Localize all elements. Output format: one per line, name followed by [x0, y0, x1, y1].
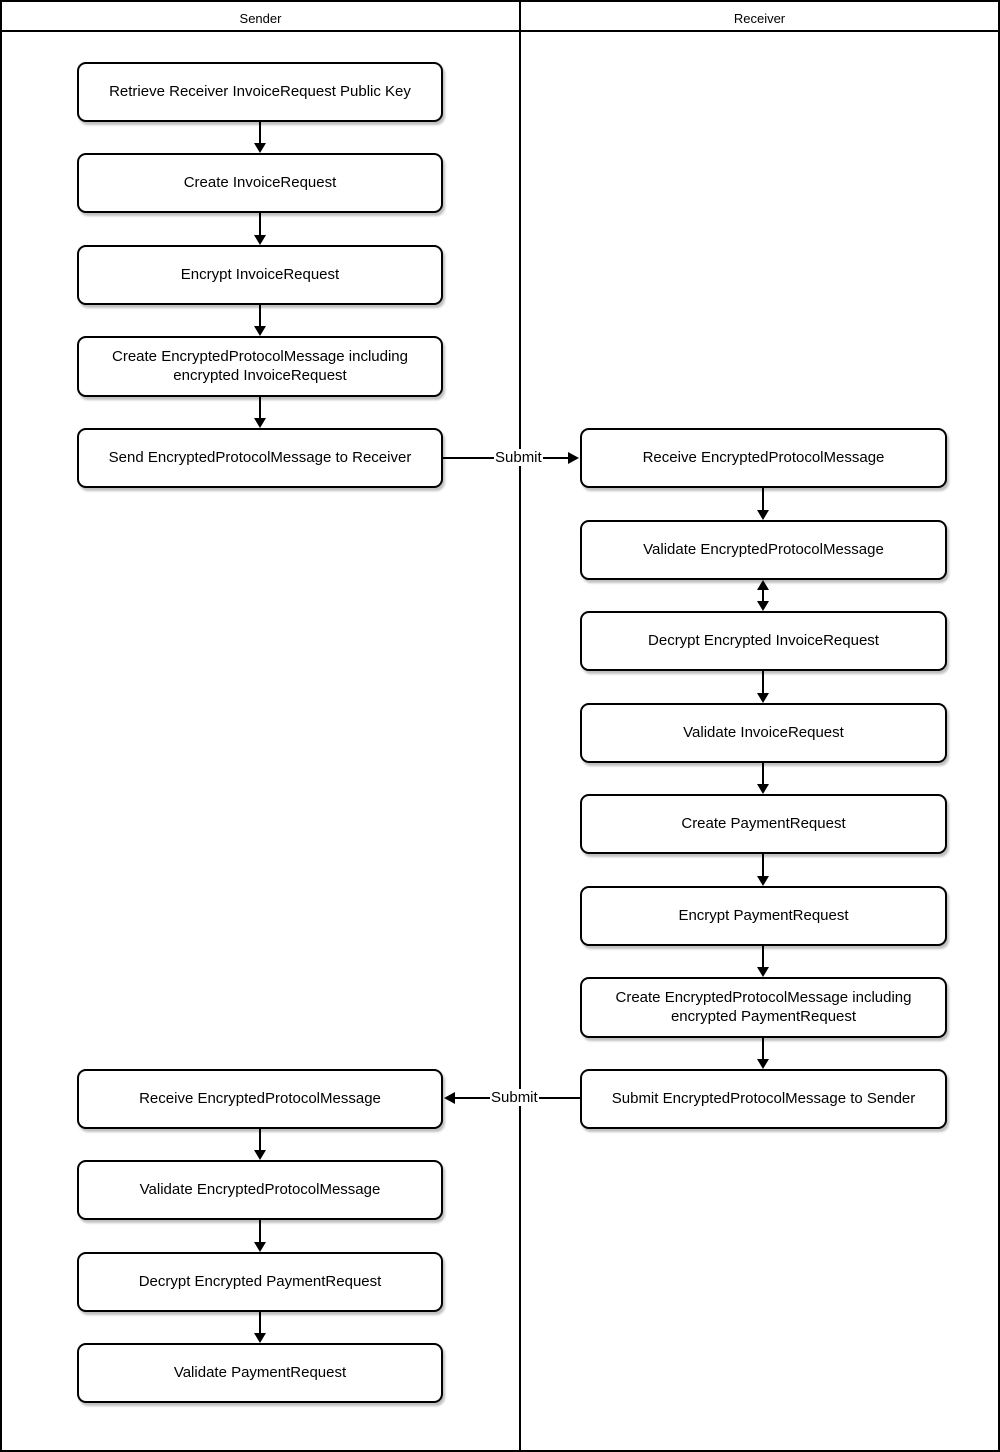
step-receiver-receive-epm: Receive EncryptedProtocolMessage	[580, 428, 947, 488]
step-send-epm-to-receiver: Send EncryptedProtocolMessage to Receive…	[77, 428, 443, 488]
submit-label-right: Submit	[494, 449, 543, 466]
step-sender-receive-epm: Receive EncryptedProtocolMessage	[77, 1069, 443, 1129]
step-create-paymentrequest: Create PaymentRequest	[580, 794, 947, 854]
step-create-epm-paymentrequest: Create EncryptedProtocolMessage includin…	[580, 977, 947, 1038]
step-validate-invoicerequest: Validate InvoiceRequest	[580, 703, 947, 763]
step-decrypt-paymentrequest: Decrypt Encrypted PaymentRequest	[77, 1252, 443, 1312]
step-encrypt-paymentrequest: Encrypt PaymentRequest	[580, 886, 947, 946]
lane-divider	[519, 2, 521, 1450]
step-sender-validate-epm: Validate EncryptedProtocolMessage	[77, 1160, 443, 1220]
step-validate-paymentrequest: Validate PaymentRequest	[77, 1343, 443, 1403]
step-retrieve-receiver-public-key: Retrieve Receiver InvoiceRequest Public …	[77, 62, 443, 122]
step-submit-epm-to-sender: Submit EncryptedProtocolMessage to Sende…	[580, 1069, 947, 1129]
header-divider-line	[2, 30, 998, 32]
step-create-epm-invoicerequest: Create EncryptedProtocolMessage includin…	[77, 336, 443, 397]
lane-title-receiver: Receiver	[733, 10, 786, 26]
step-receiver-validate-epm: Validate EncryptedProtocolMessage	[580, 520, 947, 580]
step-create-invoicerequest: Create InvoiceRequest	[77, 153, 443, 213]
lane-title-sender: Sender	[239, 10, 282, 26]
step-encrypt-invoicerequest: Encrypt InvoiceRequest	[77, 245, 443, 305]
step-decrypt-invoicerequest: Decrypt Encrypted InvoiceRequest	[580, 611, 947, 671]
submit-label-left: Submit	[490, 1089, 539, 1106]
